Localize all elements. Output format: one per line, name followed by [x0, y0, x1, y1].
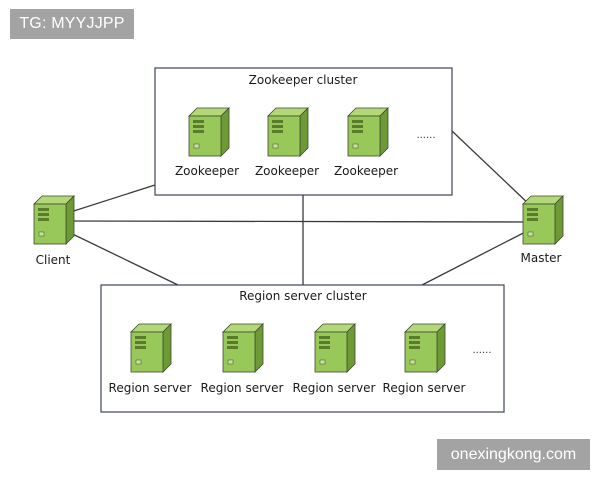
zookeeper-cluster: Zookeeper cluster Zookeeper Zookeeper Zo…: [154, 67, 453, 196]
zookeeper-ellipsis: ......: [416, 130, 435, 141]
region-ellipsis: ......: [472, 345, 491, 356]
line-client-master: [57, 220, 536, 223]
region-cluster-title: Region server cluster: [239, 289, 367, 303]
line-region-master: [421, 227, 534, 286]
server-icon: [222, 323, 264, 373]
region-server-node: Region server: [201, 323, 284, 395]
zookeeper-node: Zookeeper: [255, 107, 319, 178]
region-server-node: Region server: [383, 323, 466, 395]
region-server-label: Region server: [293, 381, 376, 395]
server-icon: [130, 323, 172, 373]
line-client-region: [57, 226, 179, 286]
server-icon: [404, 323, 446, 373]
master-label: Master: [521, 251, 562, 265]
server-icon: [188, 107, 230, 157]
zookeeper-node-label: Zookeeper: [334, 164, 398, 178]
zookeeper-node: Zookeeper: [175, 107, 239, 178]
server-icon: [347, 107, 389, 157]
watermark-bottom-right: onexingkong.com: [437, 439, 590, 470]
region-server-cluster: Region server cluster Region server Regi…: [100, 284, 505, 413]
connector-lines: [57, 130, 536, 286]
client-node: Client: [33, 195, 75, 267]
region-server-label: Region server: [201, 381, 284, 395]
server-icon: [267, 107, 309, 157]
region-server-label: Region server: [109, 381, 192, 395]
watermark-top-left: TG: MYYJJPP: [10, 9, 134, 39]
region-server-node: Region server: [109, 323, 192, 395]
region-server-node: Region server: [293, 323, 376, 395]
server-icon: [522, 195, 564, 245]
server-icon: [33, 195, 75, 245]
master-node: Master: [521, 195, 564, 265]
server-icon: [314, 323, 356, 373]
region-server-label: Region server: [383, 381, 466, 395]
client-label: Client: [36, 253, 71, 267]
line-zookeeper-master: [451, 130, 533, 208]
zookeeper-node-label: Zookeeper: [255, 164, 319, 178]
zookeeper-node-label: Zookeeper: [175, 164, 239, 178]
zookeeper-cluster-title: Zookeeper cluster: [249, 73, 358, 87]
zookeeper-node: Zookeeper: [334, 107, 398, 178]
